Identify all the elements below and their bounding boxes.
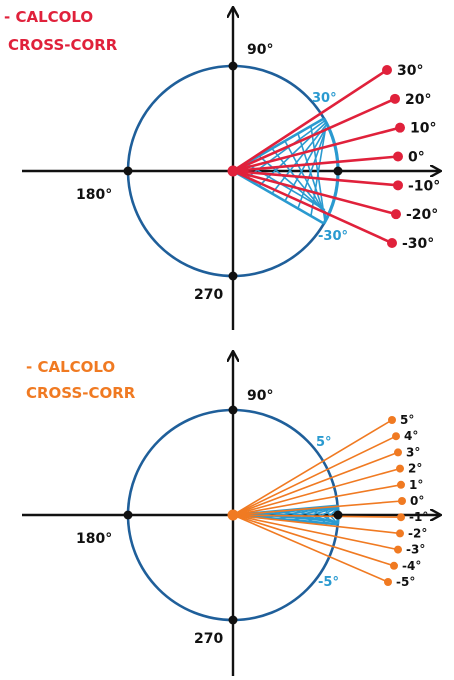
top-mesh-line xyxy=(245,162,326,211)
bottom-dot-0 xyxy=(333,510,343,520)
bottom-ray xyxy=(232,451,399,516)
bottom-ray-end-dot xyxy=(390,561,398,570)
bottom-ray xyxy=(232,514,402,519)
top-title-line1: - CALCOLO xyxy=(4,8,93,26)
top-ray xyxy=(231,126,402,173)
bottom-ray-end-dot xyxy=(396,529,404,538)
bottom-ray-label: 2° xyxy=(408,462,422,476)
bottom-ray xyxy=(232,419,393,516)
bottom-ray-label: 1° xyxy=(409,478,423,492)
bottom-label-upper: 5° xyxy=(316,435,332,450)
bottom-ray xyxy=(232,483,402,516)
bottom-ray xyxy=(232,514,399,551)
bottom-origin-dot xyxy=(227,509,239,521)
bottom-label-lower: -5° xyxy=(318,575,339,590)
top-origin-dot xyxy=(227,165,239,177)
bottom-mesh-line xyxy=(292,506,338,521)
bottom-ray-end-dot xyxy=(394,545,402,554)
top-ray-label: -10° xyxy=(408,178,440,194)
top-ray-label: 0° xyxy=(408,150,425,166)
top-ray-label: 10° xyxy=(410,121,436,137)
top-ray-label: 30° xyxy=(397,63,423,79)
bottom-ray-label: 5° xyxy=(400,413,414,427)
top-dot-0 xyxy=(333,166,343,176)
top-ray xyxy=(231,97,397,173)
bottom-ray xyxy=(232,435,397,516)
bottom-ray-end-dot xyxy=(396,464,404,473)
top-mesh-line xyxy=(310,131,326,217)
top-rays: 30° 20° 10° 0° -10° -20° -30° xyxy=(231,63,440,252)
top-ray-end-dot xyxy=(395,122,405,133)
bottom-ray-end-dot xyxy=(394,448,402,457)
top-ray xyxy=(231,68,389,173)
top-label-90: 90° xyxy=(247,42,273,58)
top-mesh-line xyxy=(271,124,327,194)
bottom-ray-label: -4° xyxy=(402,559,421,573)
top-ray-end-dot xyxy=(391,209,401,220)
top-ray xyxy=(231,155,400,173)
bottom-title-line1: - CALCOLO xyxy=(26,358,115,376)
top-ray-end-dot xyxy=(393,151,403,162)
bottom-ray xyxy=(232,500,403,516)
bottom-label-90: 90° xyxy=(247,388,273,404)
top-label-180: 180° xyxy=(76,187,112,203)
top-dot-90 xyxy=(228,61,238,71)
bottom-ray-end-dot xyxy=(392,432,400,441)
bottom-ray-label: 0° xyxy=(410,494,424,508)
bottom-dot-90 xyxy=(228,405,238,415)
bottom-mesh-line xyxy=(307,507,338,523)
top-ray xyxy=(231,169,398,216)
bottom-ray-end-dot xyxy=(397,480,405,489)
top-ray xyxy=(231,169,400,187)
top-ray xyxy=(231,169,394,245)
top-ray-label: 20° xyxy=(405,92,431,108)
top-dot-270 xyxy=(228,271,238,281)
top-mesh-line xyxy=(297,133,327,220)
top-label-270: 270 xyxy=(194,287,223,303)
bottom-ray xyxy=(232,514,395,567)
bottom-ray xyxy=(232,514,389,583)
bottom-ray-end-dot xyxy=(384,578,392,586)
bottom-ray-label: 3° xyxy=(406,445,420,459)
top-diagram: - CALCOLO CROSS-CORR 30° 20° 10° 0° -10° -20°… xyxy=(4,8,440,330)
top-mesh-line xyxy=(284,140,327,218)
bottom-ray-label: -3° xyxy=(406,543,425,557)
bottom-label-180: 180° xyxy=(76,531,112,547)
bottom-dot-180 xyxy=(123,510,133,520)
top-dot-180 xyxy=(123,166,133,176)
bottom-dot-270 xyxy=(228,615,238,625)
bottom-mesh-line xyxy=(277,506,338,520)
top-mesh-line xyxy=(258,155,327,213)
top-label-lower: -30° xyxy=(318,229,348,244)
bottom-label-270: 270 xyxy=(194,631,223,647)
bottom-rays: 5° 4° 3° 2° 1° 0° -1° -2° -3° -4° -5° xyxy=(232,413,428,589)
top-ray-label: -20° xyxy=(406,207,438,223)
top-sector-lower-edge xyxy=(232,169,325,225)
bottom-diagram: - CALCOLO CROSS-CORR 5° 4° 3° 2° 1° 0° -1° -2° -… xyxy=(22,352,440,676)
bottom-title-line2: CROSS-CORR xyxy=(26,384,136,402)
top-ray-end-dot xyxy=(382,65,392,75)
top-title-line2: CROSS-CORR xyxy=(8,36,118,54)
bottom-ray-label: -2° xyxy=(408,526,427,540)
top-ray-label: -30° xyxy=(402,236,434,252)
bottom-ray-label: -5° xyxy=(396,575,415,589)
bottom-ray-end-dot xyxy=(397,513,405,522)
top-mesh-line xyxy=(297,129,327,209)
top-ray-end-dot xyxy=(390,93,400,104)
top-label-upper: 30° xyxy=(312,91,337,106)
bottom-ray-end-dot xyxy=(388,416,396,424)
bottom-ray-end-dot xyxy=(398,497,406,505)
top-ray-end-dot xyxy=(393,180,403,191)
bottom-ray-label: 4° xyxy=(404,429,418,443)
bottom-ray-label: -1° xyxy=(409,510,428,524)
bottom-ray xyxy=(232,467,401,516)
top-ray-end-dot xyxy=(387,238,397,248)
bottom-ray xyxy=(232,514,401,535)
